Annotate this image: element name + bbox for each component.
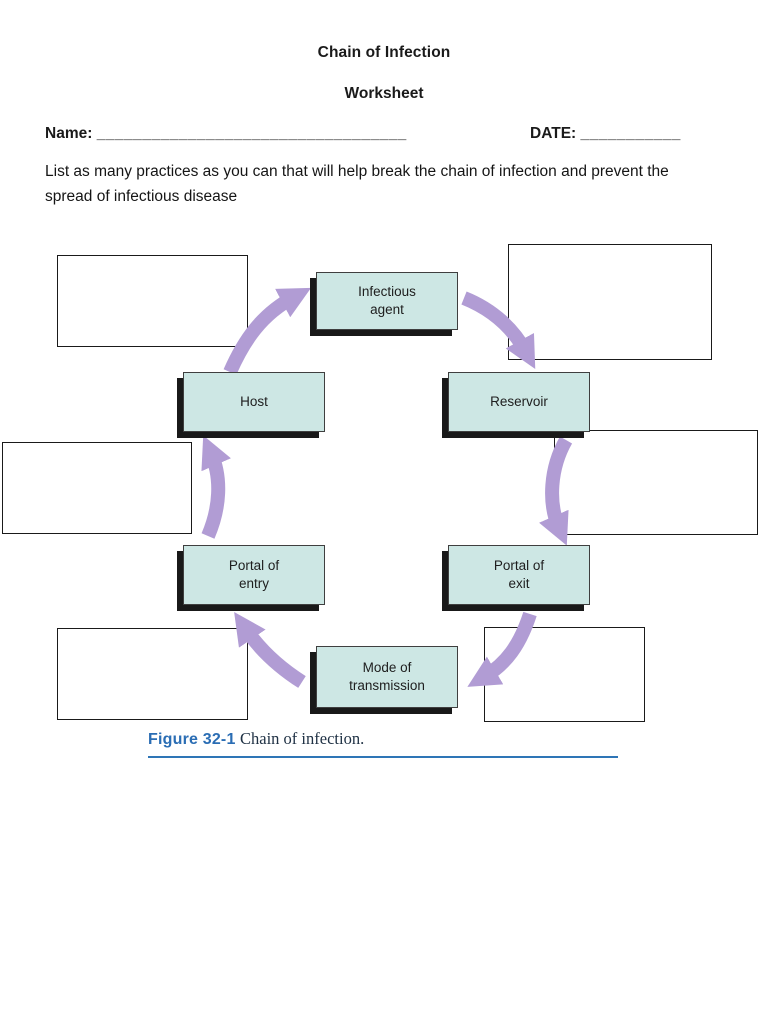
node-reservoir: Reservoir [448, 372, 590, 432]
answer-box-top-right [508, 244, 712, 360]
name-blank-line: __________________________________ [96, 125, 407, 142]
caption-divider-rule [148, 756, 618, 758]
figure-caption: Figure 32-1 Chain of infection. [148, 729, 364, 749]
figure-caption-text: Chain of infection. [240, 729, 365, 748]
instructions-text: List as many practices as you can that w… [45, 163, 669, 205]
arrow-mode-of-transmission-to-portal-of-entry [234, 612, 306, 688]
node-host: Host [183, 372, 325, 432]
page-subtitle: Worksheet [344, 85, 424, 102]
arrow-portal-of-entry-to-host [201, 435, 231, 539]
figure-caption-label: Figure 32-1 [148, 731, 236, 748]
answer-box-bottom-right [484, 627, 645, 722]
date-field-group: DATE: ___________ [530, 125, 681, 143]
answer-box-middle-left [2, 442, 192, 534]
date-label: DATE: [530, 125, 577, 142]
answer-box-middle-right [554, 430, 758, 535]
node-mode-of-transmission: Mode of transmission [316, 646, 458, 708]
node-portal-of-exit: Portal of exit [448, 545, 590, 605]
name-label: Name: [45, 125, 93, 142]
answer-box-top-left [57, 255, 248, 347]
node-portal-of-entry: Portal of entry [183, 545, 325, 605]
page-title-block: Chain of Infection Worksheet [0, 44, 768, 103]
name-field-group: Name: __________________________________ [45, 125, 407, 143]
date-blank-line: ___________ [580, 125, 681, 142]
page-title: Chain of Infection [317, 44, 451, 61]
node-infectious-agent: Infectious agent [316, 272, 458, 330]
answer-box-bottom-left [57, 628, 248, 720]
